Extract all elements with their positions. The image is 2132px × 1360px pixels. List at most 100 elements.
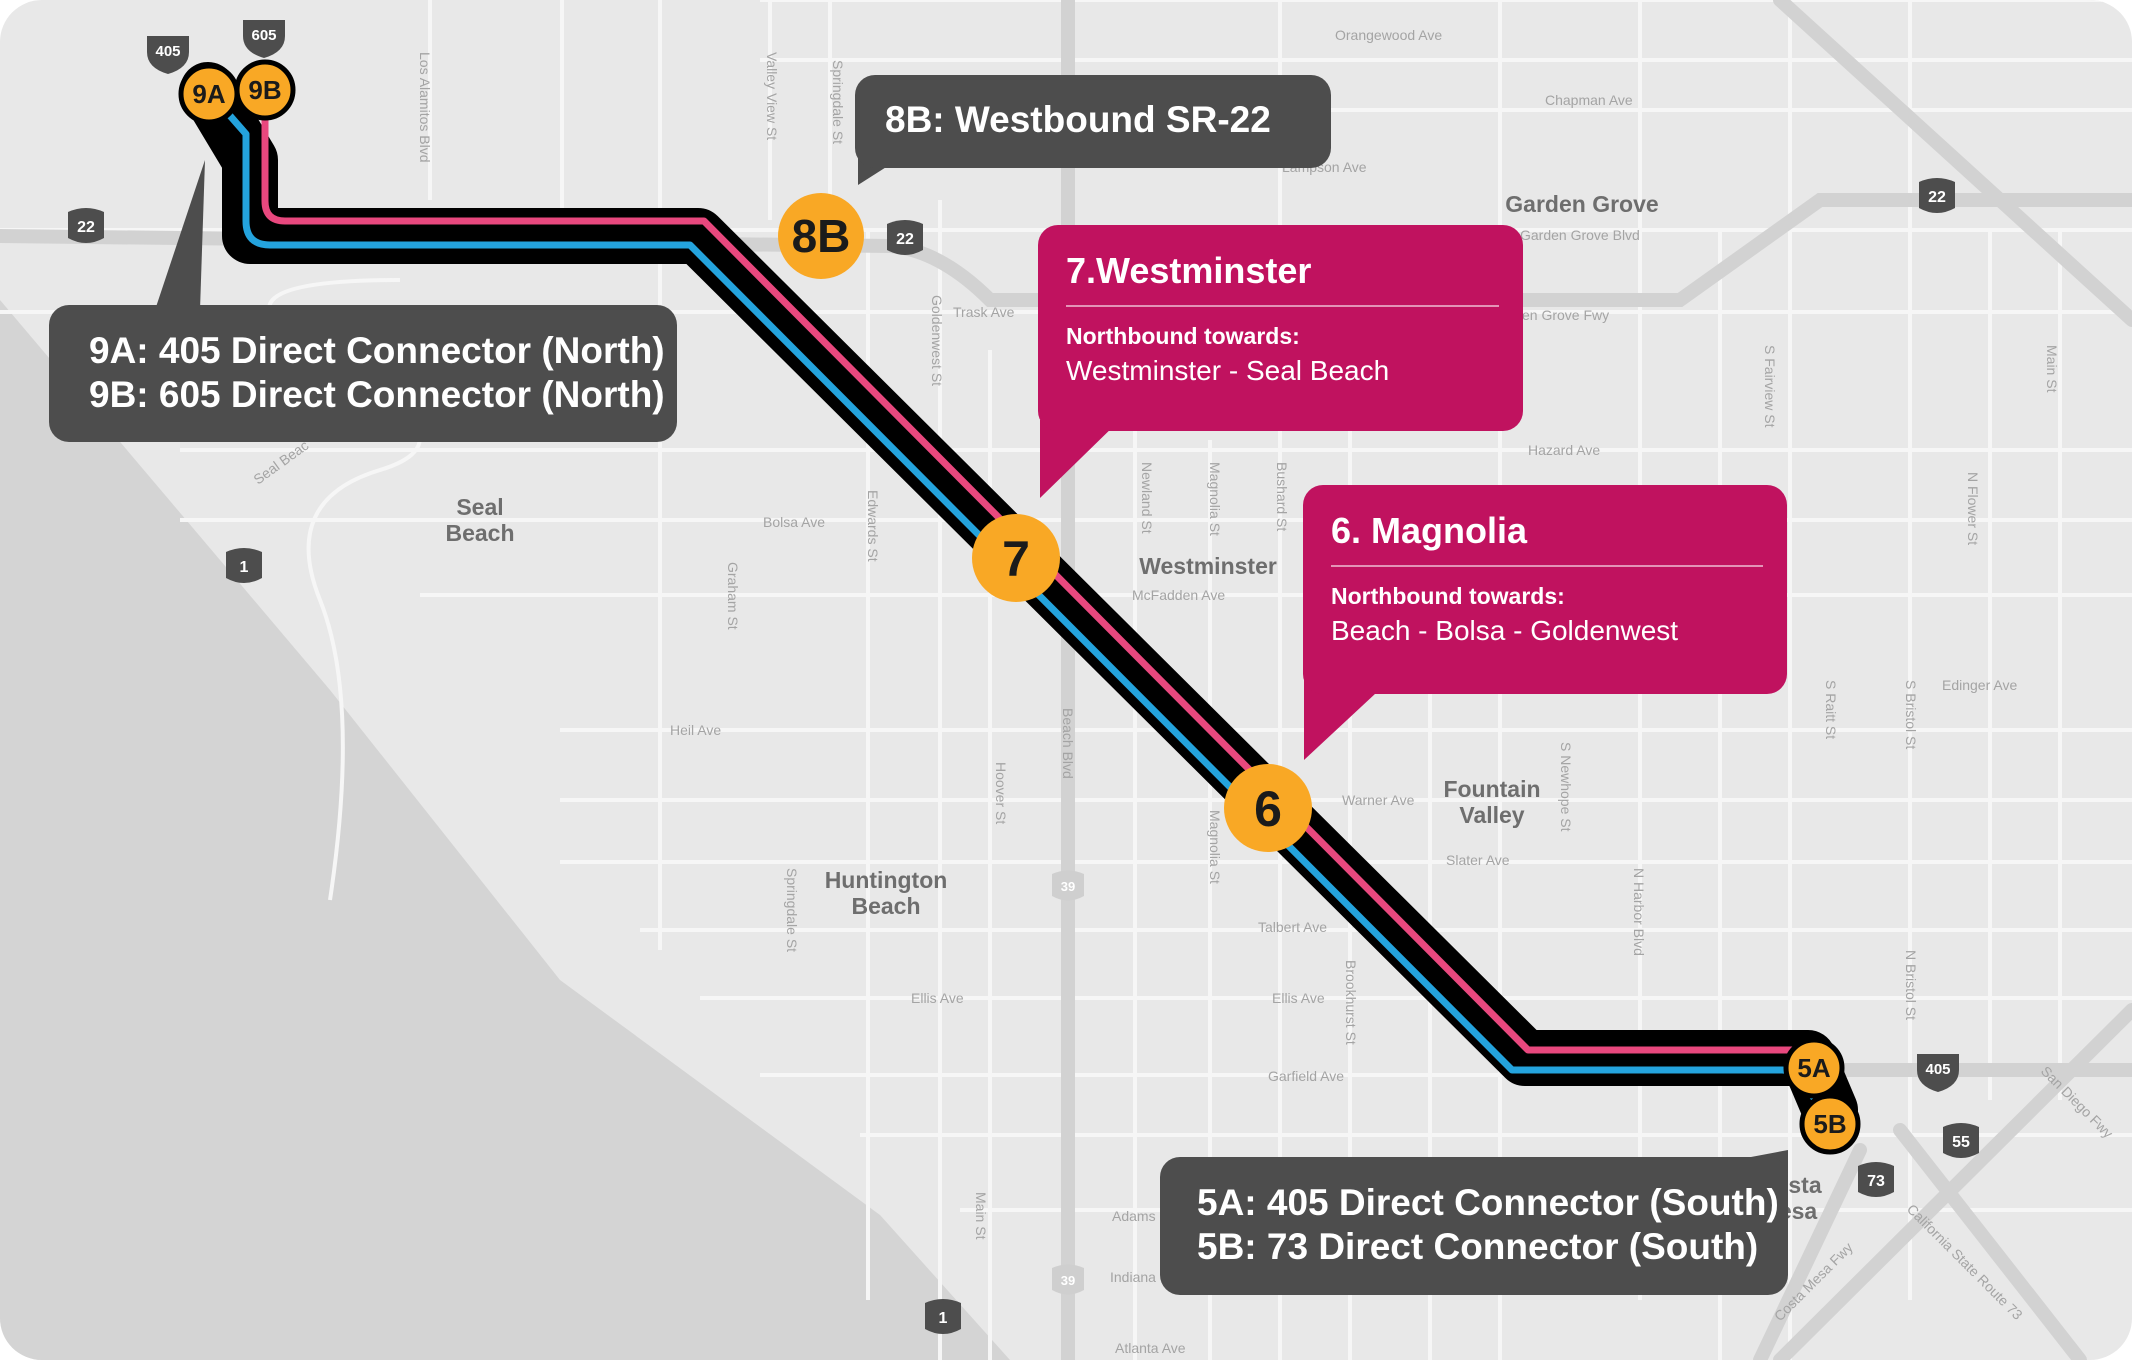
station-marker-6[interactable]: 6 bbox=[1224, 764, 1312, 852]
callout-magnolia: 6. Magnolia Northbound towards: Beach - … bbox=[1303, 485, 1787, 694]
street-label: Atlanta Ave bbox=[1115, 1340, 1186, 1356]
street-label: Ellis Ave bbox=[911, 990, 964, 1006]
state-route-shield-icon: 22 bbox=[887, 220, 923, 255]
street-label: S Fairview St bbox=[1762, 345, 1778, 428]
street-label: Springdale St bbox=[830, 60, 846, 144]
svg-text:5A: 5A bbox=[1797, 1053, 1830, 1083]
svg-text:9A: 9A bbox=[192, 79, 225, 109]
svg-text:22: 22 bbox=[896, 231, 914, 248]
svg-text:1: 1 bbox=[240, 559, 249, 576]
street-label: Springdale St bbox=[784, 868, 800, 952]
callout-westminster-title: 7.Westminster bbox=[1066, 250, 1312, 291]
street-label: Hoover St bbox=[993, 762, 1009, 824]
svg-text:5B: 5B bbox=[1813, 1109, 1846, 1139]
state-route-shield-icon: 1 bbox=[226, 548, 262, 583]
street-label: S Bristol St bbox=[1903, 680, 1919, 749]
svg-text:605: 605 bbox=[251, 27, 276, 44]
svg-text:55: 55 bbox=[1952, 1134, 1970, 1151]
street-label: Graham St bbox=[725, 562, 741, 630]
street-label: Ellis Ave bbox=[1272, 990, 1325, 1006]
station-marker-9b[interactable]: 9B bbox=[234, 59, 296, 121]
svg-text:405: 405 bbox=[155, 43, 180, 60]
state-route-shield-icon: 39 bbox=[1052, 870, 1084, 901]
callout-pointer-6 bbox=[1304, 680, 1390, 760]
callout-9b-line: 9B: 605 Direct Connector (North) bbox=[89, 374, 665, 415]
callout-magnolia-subtitle: Northbound towards: bbox=[1331, 583, 1565, 609]
street-label: Garden Grove Blvd bbox=[1520, 227, 1640, 243]
street-label: Goldenwest St bbox=[929, 295, 945, 386]
route-lane-pink bbox=[261, 86, 1816, 1054]
callout-pointer-9 bbox=[155, 160, 205, 310]
street-label: Valley View St bbox=[764, 52, 780, 140]
svg-text:39: 39 bbox=[1061, 1273, 1075, 1288]
street-label: Edwards St bbox=[865, 490, 881, 562]
station-marker-9a[interactable]: 9A bbox=[178, 63, 240, 125]
station-marker-5b[interactable]: 5B bbox=[1799, 1093, 1861, 1155]
street-label: N Harbor Blvd bbox=[1631, 868, 1647, 956]
street-label: Chapman Ave bbox=[1545, 92, 1633, 108]
callout-8b: 8B: Westbound SR-22 bbox=[855, 75, 1331, 168]
callout-magnolia-destinations: Beach - Bolsa - Goldenwest bbox=[1331, 615, 1679, 646]
street-label: Garfield Ave bbox=[1268, 1068, 1344, 1084]
street-label: Adams bbox=[1112, 1208, 1156, 1224]
street-label: Warner Ave bbox=[1342, 792, 1415, 808]
callout-5b-line: 5B: 73 Direct Connector (South) bbox=[1197, 1226, 1759, 1267]
state-route-shield-icon: 22 bbox=[68, 208, 104, 243]
callout-pointer-7 bbox=[1040, 420, 1120, 498]
svg-text:7: 7 bbox=[1002, 531, 1030, 587]
street-label: Bushard St bbox=[1274, 462, 1290, 531]
svg-text:8B: 8B bbox=[792, 210, 851, 262]
street-label: S Raitt St bbox=[1823, 680, 1839, 739]
street-label: Bolsa Ave bbox=[763, 514, 825, 530]
svg-text:405: 405 bbox=[1925, 1061, 1950, 1078]
city-label-garden-grove: Garden Grove bbox=[1505, 191, 1658, 217]
street-label: Edinger Ave bbox=[1942, 677, 2017, 693]
station-marker-8b[interactable]: 8B bbox=[778, 193, 864, 279]
street-label: N Flower St bbox=[1965, 472, 1981, 545]
svg-text:9B: 9B bbox=[248, 75, 281, 105]
street-label: Beach Blvd bbox=[1060, 708, 1076, 779]
street-label: Main St bbox=[2044, 345, 2060, 393]
street-label: Newland St bbox=[1139, 462, 1155, 534]
street-label: McFadden Ave bbox=[1132, 587, 1225, 603]
callout-divider bbox=[1066, 305, 1499, 307]
state-route-shield-icon: 73 bbox=[1858, 1162, 1894, 1197]
svg-text:1: 1 bbox=[939, 1310, 948, 1327]
street-label: Slater Ave bbox=[1446, 852, 1510, 868]
callout-westminster-destinations: Westminster - Seal Beach bbox=[1066, 355, 1390, 386]
callout-9a-9b: 9A: 405 Direct Connector (North) 9B: 605… bbox=[49, 305, 677, 442]
callout-westminster-subtitle: Northbound towards: bbox=[1066, 323, 1300, 349]
street-label: Talbert Ave bbox=[1258, 919, 1327, 935]
callout-divider bbox=[1331, 565, 1763, 567]
street-label: Magnolia St bbox=[1207, 810, 1223, 884]
street-label: Orangewood Ave bbox=[1335, 27, 1442, 43]
station-marker-5a[interactable]: 5A bbox=[1783, 1037, 1845, 1099]
street-label: Main St bbox=[973, 1192, 989, 1240]
callout-5a-line: 5A: 405 Direct Connector (South) bbox=[1197, 1182, 1779, 1223]
ocean bbox=[0, 300, 1010, 1360]
state-route-shield-icon: 22 bbox=[1919, 178, 1955, 213]
stations: 9A 9B 8B 7 6 5A bbox=[178, 59, 1861, 1155]
street-label: N Bristol St bbox=[1903, 950, 1919, 1020]
svg-text:39: 39 bbox=[1061, 879, 1075, 894]
street-label: Trask Ave bbox=[953, 304, 1015, 320]
svg-text:22: 22 bbox=[77, 219, 95, 236]
street-label: S Newhope St bbox=[1558, 742, 1574, 832]
street-label: Indiana bbox=[1110, 1269, 1156, 1285]
state-route-shield-icon: 1 bbox=[925, 1299, 961, 1334]
interstate-shield-icon: 605 bbox=[243, 20, 285, 58]
station-marker-7[interactable]: 7 bbox=[972, 514, 1060, 602]
callout-9a-line: 9A: 405 Direct Connector (North) bbox=[89, 330, 665, 371]
highway-shields: 405 605 405 405 22 22 bbox=[68, 20, 1979, 1334]
street-label: en Grove Fwy bbox=[1522, 307, 1609, 323]
callout-5a-5b: 5A: 405 Direct Connector (South) 5B: 73 … bbox=[1160, 1157, 1788, 1295]
street-label: Heil Ave bbox=[670, 722, 721, 738]
city-label-westminster: Westminster bbox=[1139, 553, 1277, 579]
state-route-shield-icon: 39 bbox=[1052, 1264, 1084, 1295]
svg-text:22: 22 bbox=[1928, 189, 1946, 206]
callout-magnolia-title: 6. Magnolia bbox=[1331, 510, 1528, 551]
callout-8b-line: 8B: Westbound SR-22 bbox=[885, 99, 1271, 140]
interstate-shield-icon: 405 bbox=[1917, 1054, 1959, 1092]
